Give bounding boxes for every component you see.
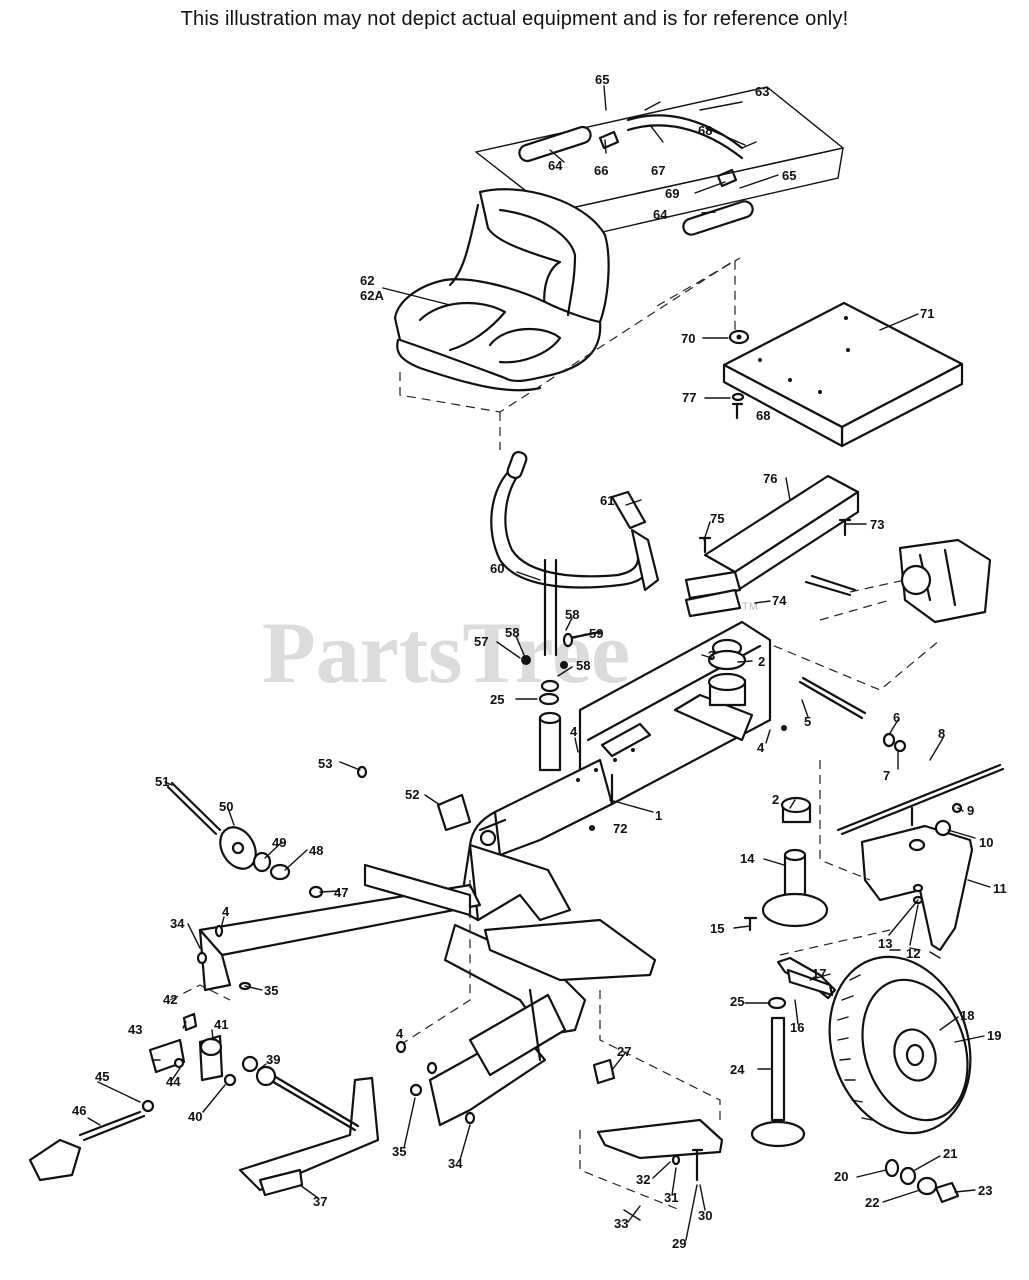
callout-15: 15 (710, 921, 724, 936)
callout-32: 32 (636, 1172, 650, 1187)
watermark-tm: TM (742, 601, 758, 613)
callout-10: 10 (979, 835, 993, 850)
callout-52: 52 (405, 787, 419, 802)
callout-65-top: 65 (595, 72, 609, 87)
callout-51: 51 (155, 774, 169, 789)
callout-62: 62 (360, 273, 374, 288)
callout-41: 41 (214, 1017, 228, 1032)
watermark: PartsTree (262, 605, 630, 702)
callout-59: 59 (589, 626, 603, 641)
callout-68-top: 68 (698, 123, 712, 138)
callout-64-left: 64 (548, 158, 563, 173)
callout-77: 77 (682, 390, 696, 405)
wheel-assembly (828, 947, 972, 1135)
callout-50: 50 (219, 799, 233, 814)
axle-frame (198, 863, 657, 1127)
callout-61: 61 (600, 493, 614, 508)
callout-76: 76 (763, 471, 777, 486)
steering-wheel (490, 450, 660, 657)
seat-bracket (684, 474, 860, 618)
callout-74: 74 (772, 593, 787, 608)
callout-39: 39 (266, 1052, 280, 1067)
callout-21: 21 (943, 1146, 957, 1161)
callout-71: 71 (920, 306, 934, 321)
callout-labels: 65 63 68 64 66 67 65 69 64 62 62A 70 71 … (72, 72, 1007, 1251)
callout-4-center: 4 (570, 724, 578, 739)
seat-switch (804, 538, 992, 624)
callout-33: 33 (614, 1216, 628, 1231)
callout-3: 3 (708, 648, 715, 663)
callout-48: 48 (309, 843, 323, 858)
callout-75: 75 (710, 511, 724, 526)
callout-73: 73 (870, 517, 884, 532)
callout-8: 8 (938, 726, 945, 741)
callout-58-left: 58 (505, 625, 519, 640)
callout-65-right: 65 (782, 168, 796, 183)
disclaimer-text: This illustration may not depict actual … (180, 8, 849, 30)
callout-34-left: 34 (170, 916, 185, 931)
callout-64-right: 64 (653, 207, 668, 222)
callout-46: 46 (72, 1103, 86, 1118)
seat (393, 188, 610, 392)
callout-40: 40 (188, 1109, 202, 1124)
callout-37: 37 (313, 1194, 327, 1209)
callout-17: 17 (812, 966, 826, 981)
callout-2-top: 2 (758, 654, 765, 669)
callout-1: 1 (655, 808, 662, 823)
callout-24: 24 (730, 1062, 745, 1077)
callout-67: 67 (651, 163, 665, 178)
callout-23: 23 (978, 1183, 992, 1198)
callout-18: 18 (960, 1008, 974, 1023)
callout-22: 22 (865, 1195, 879, 1210)
callout-72: 72 (613, 821, 627, 836)
callout-53: 53 (318, 756, 332, 771)
callout-62A: 62A (360, 288, 384, 303)
callout-60: 60 (490, 561, 504, 576)
callout-35-bottom: 35 (392, 1144, 406, 1159)
callout-45: 45 (95, 1069, 109, 1084)
callout-30: 30 (698, 1208, 712, 1223)
callout-13: 13 (878, 936, 892, 951)
callout-34-bottom: 34 (448, 1156, 463, 1171)
callout-6: 6 (893, 710, 900, 725)
callout-25-top: 25 (490, 692, 504, 707)
callout-47: 47 (334, 885, 348, 900)
callout-2-kingpin: 2 (772, 792, 779, 807)
callout-4-right: 4 (757, 740, 765, 755)
callout-29: 29 (672, 1236, 686, 1251)
callout-42: 42 (163, 992, 177, 1007)
callout-68-plate: 68 (756, 408, 770, 423)
seat-plate (722, 301, 964, 448)
callout-4-left: 4 (222, 904, 230, 919)
callout-25-bottom: 25 (730, 994, 744, 1009)
callout-7: 7 (883, 768, 890, 783)
callout-69: 69 (665, 186, 679, 201)
callout-4-bottom: 4 (396, 1026, 404, 1041)
callout-35-left: 35 (264, 983, 278, 998)
callout-70: 70 (681, 331, 695, 346)
callout-58-bottom: 58 (576, 658, 590, 673)
callout-5: 5 (804, 714, 811, 729)
callout-49: 49 (272, 835, 286, 850)
callout-43: 43 (128, 1022, 142, 1037)
callout-44: 44 (166, 1074, 181, 1089)
callout-20: 20 (834, 1169, 848, 1184)
callout-12: 12 (906, 946, 920, 961)
callout-63: 63 (755, 84, 769, 99)
callout-19: 19 (987, 1028, 1001, 1043)
leader-lines (87, 85, 991, 1241)
callout-31: 31 (664, 1190, 678, 1205)
callout-58-top: 58 (565, 607, 579, 622)
callout-14: 14 (740, 851, 755, 866)
callout-9: 9 (967, 803, 974, 818)
callout-16: 16 (790, 1020, 804, 1035)
callout-57: 57 (474, 634, 488, 649)
callout-11: 11 (993, 881, 1007, 896)
callout-66: 66 (594, 163, 608, 178)
callout-27: 27 (617, 1044, 631, 1059)
